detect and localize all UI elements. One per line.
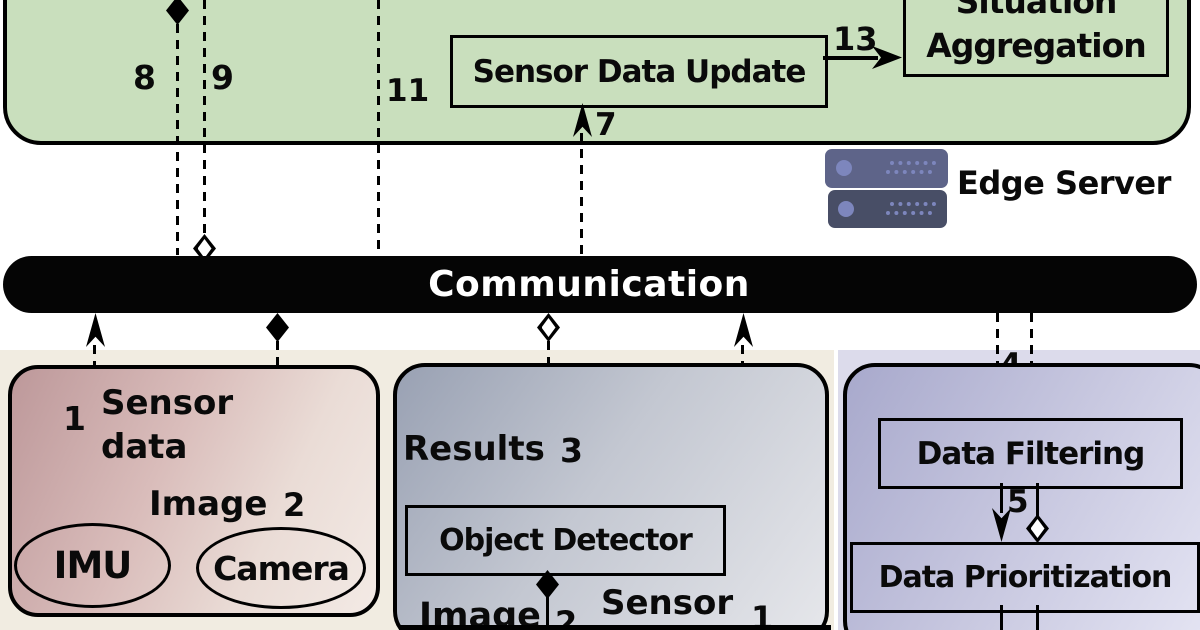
flow-label-5: 5 xyxy=(1007,484,1029,520)
dashed-line-11 xyxy=(377,0,380,255)
server-vents-icon xyxy=(890,202,936,206)
flow-label-1-left: 1 xyxy=(63,399,86,438)
camera-label: Camera xyxy=(213,548,350,588)
object-detector-panel xyxy=(393,363,829,630)
edge-server-panel xyxy=(3,0,1191,145)
imu-label: IMU xyxy=(53,544,133,587)
server-vents-icon xyxy=(886,170,932,174)
arrow-5-line xyxy=(1000,483,1003,513)
sensor-label-middle: Sensor xyxy=(601,583,734,623)
sensor-data-update-label: Sensor Data Update xyxy=(472,53,807,90)
prioritization-stem-line xyxy=(1036,483,1039,517)
flow-label-8: 8 xyxy=(133,58,156,97)
server-vents-icon xyxy=(890,161,936,165)
arrow-13-line xyxy=(823,56,878,60)
server-led-bottom-icon xyxy=(838,201,854,217)
detector-diamond-filled-icon xyxy=(536,570,559,599)
camera-node: Camera xyxy=(196,527,366,609)
dashed-line-7 xyxy=(580,133,583,255)
arrow-up-sensor1-icon xyxy=(734,313,753,347)
flow-label-2-left: 2 xyxy=(283,486,306,524)
data-priority-panel xyxy=(843,363,1200,630)
data-filtering-box: Data Filtering xyxy=(878,418,1183,489)
image-label-left: Image xyxy=(149,484,268,524)
flow-label-3: 3 xyxy=(560,431,583,470)
server-vents-icon xyxy=(886,211,932,215)
results-label: Results xyxy=(403,429,545,469)
arrow-up-1-icon xyxy=(86,313,105,347)
situation-aggregation-label-line2: Aggregation xyxy=(926,26,1147,65)
object-detector-box: Object Detector xyxy=(405,505,726,576)
sensor-data-title-line1: Sensor xyxy=(101,383,234,423)
priority-out-line-left xyxy=(1000,605,1003,630)
situation-aggregation-label-line1: Situation xyxy=(955,0,1118,21)
priority-out-line-right xyxy=(1036,605,1039,630)
situation-aggregation-box: Situation Aggregation xyxy=(903,0,1169,77)
image-label-middle: Image xyxy=(419,596,541,630)
flow-label-7: 7 xyxy=(595,107,617,143)
flow-label-9: 9 xyxy=(211,58,234,97)
server-rack-icon xyxy=(825,149,950,229)
data-filtering-label: Data Filtering xyxy=(916,435,1146,472)
imu-node: IMU xyxy=(14,523,171,608)
results-diamond-open-icon xyxy=(537,313,560,342)
sensor-data-title: Sensor data xyxy=(101,381,233,469)
sensor-data-title-line2: data xyxy=(101,427,188,467)
image-diamond-filled-icon xyxy=(266,313,289,342)
sensor-data-update-box: Sensor Data Update xyxy=(450,35,828,108)
flow-label-2-middle: 2 xyxy=(555,604,578,630)
communication-bus: Communication xyxy=(3,256,1197,313)
prioritization-diamond-open-icon xyxy=(1026,514,1049,543)
flow-label-11: 11 xyxy=(386,73,430,109)
dashed-line-4b xyxy=(1030,313,1033,393)
server-led-top-icon xyxy=(836,160,852,176)
object-detector-label: Object Detector xyxy=(439,523,693,558)
communication-label: Communication xyxy=(428,264,750,305)
cropped-box-top-edge xyxy=(399,625,831,630)
data-prioritization-label: Data Prioritization xyxy=(878,560,1173,595)
detector-stem-line xyxy=(546,596,549,626)
flow-label-13: 13 xyxy=(833,20,878,58)
dashed-line-9 xyxy=(203,0,206,234)
edge-server-label: Edge Server xyxy=(957,164,1171,202)
flow-label-1-middle: 1 xyxy=(751,599,774,630)
dashed-line-4a xyxy=(996,313,999,379)
dashed-line-8 xyxy=(176,24,179,255)
data-prioritization-box: Data Prioritization xyxy=(850,542,1200,613)
aggregation-diamond-open-icon xyxy=(193,234,216,263)
